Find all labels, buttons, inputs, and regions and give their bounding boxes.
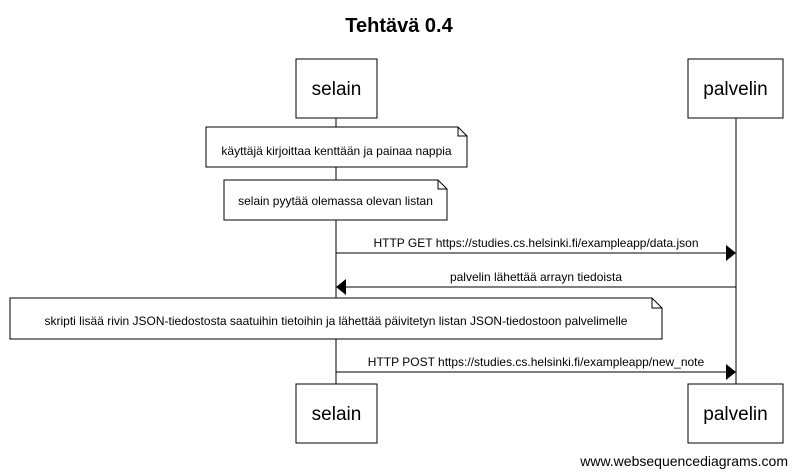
note-fetch-list: selain pyytää olemassa olevan listan <box>223 179 448 221</box>
message-send-array: palvelin lähettää arrayn tiedoista <box>336 270 736 295</box>
note-script-action-text: skripti lisää rivin JSON-tiedostosta saa… <box>45 314 628 328</box>
note-user-action-text: käyttäjä kirjoittaa kenttään ja painaa n… <box>221 144 451 158</box>
participant-browser-label: selain <box>312 79 362 100</box>
participant-browser-bottom: selain <box>295 383 378 444</box>
participant-browser-label: selain <box>312 404 362 425</box>
note-script-action: skripti lisää rivin JSON-tiedostosta saa… <box>9 297 663 340</box>
message-post-note: HTTP POST https://studies.cs.helsinki.fi… <box>336 355 736 380</box>
note-user-action: käyttäjä kirjoittaa kenttään ja painaa n… <box>205 126 468 168</box>
participant-server-label: palvelin <box>703 404 767 425</box>
message-send-array-label: palvelin lähettää arrayn tiedoista <box>450 270 622 284</box>
arrowhead-right <box>726 245 736 261</box>
footer-watermark: www.websequencediagrams.com <box>579 453 788 469</box>
participant-server-label: palvelin <box>703 79 767 100</box>
message-post-note-label: HTTP POST https://studies.cs.helsinki.fi… <box>368 355 705 369</box>
participant-server-top: palvelin <box>687 58 784 119</box>
diagram-title: Tehtävä 0.4 <box>345 15 453 37</box>
note-fetch-list-text: selain pyytää olemassa olevan listan <box>238 194 433 208</box>
participant-server-bottom: palvelin <box>687 383 784 444</box>
arrowhead-right <box>726 364 736 380</box>
message-get-data: HTTP GET https://studies.cs.helsinki.fi/… <box>336 236 736 261</box>
message-get-data-label: HTTP GET https://studies.cs.helsinki.fi/… <box>373 236 698 250</box>
participant-browser-top: selain <box>295 58 378 119</box>
arrowhead-left <box>336 279 346 295</box>
